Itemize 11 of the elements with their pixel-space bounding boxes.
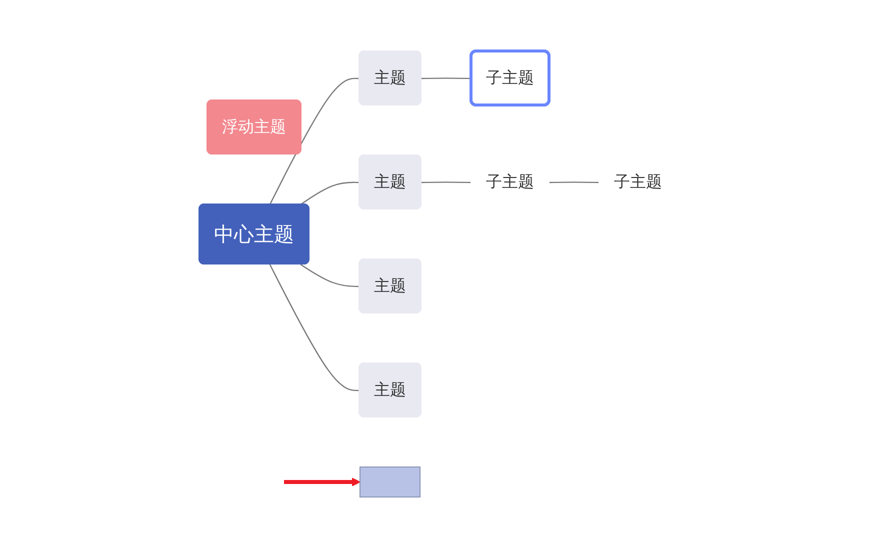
connector: [269, 264, 360, 392]
node-text: 子主题: [614, 172, 662, 191]
connector: [300, 264, 360, 288]
connector: [421, 182, 472, 184]
connector: [421, 78, 472, 80]
connector: [269, 78, 360, 205]
node-box: [360, 466, 420, 498]
connector: [300, 182, 360, 205]
arrow: [284, 478, 360, 486]
connector: [549, 182, 600, 184]
node-text: 子主题: [486, 172, 534, 191]
